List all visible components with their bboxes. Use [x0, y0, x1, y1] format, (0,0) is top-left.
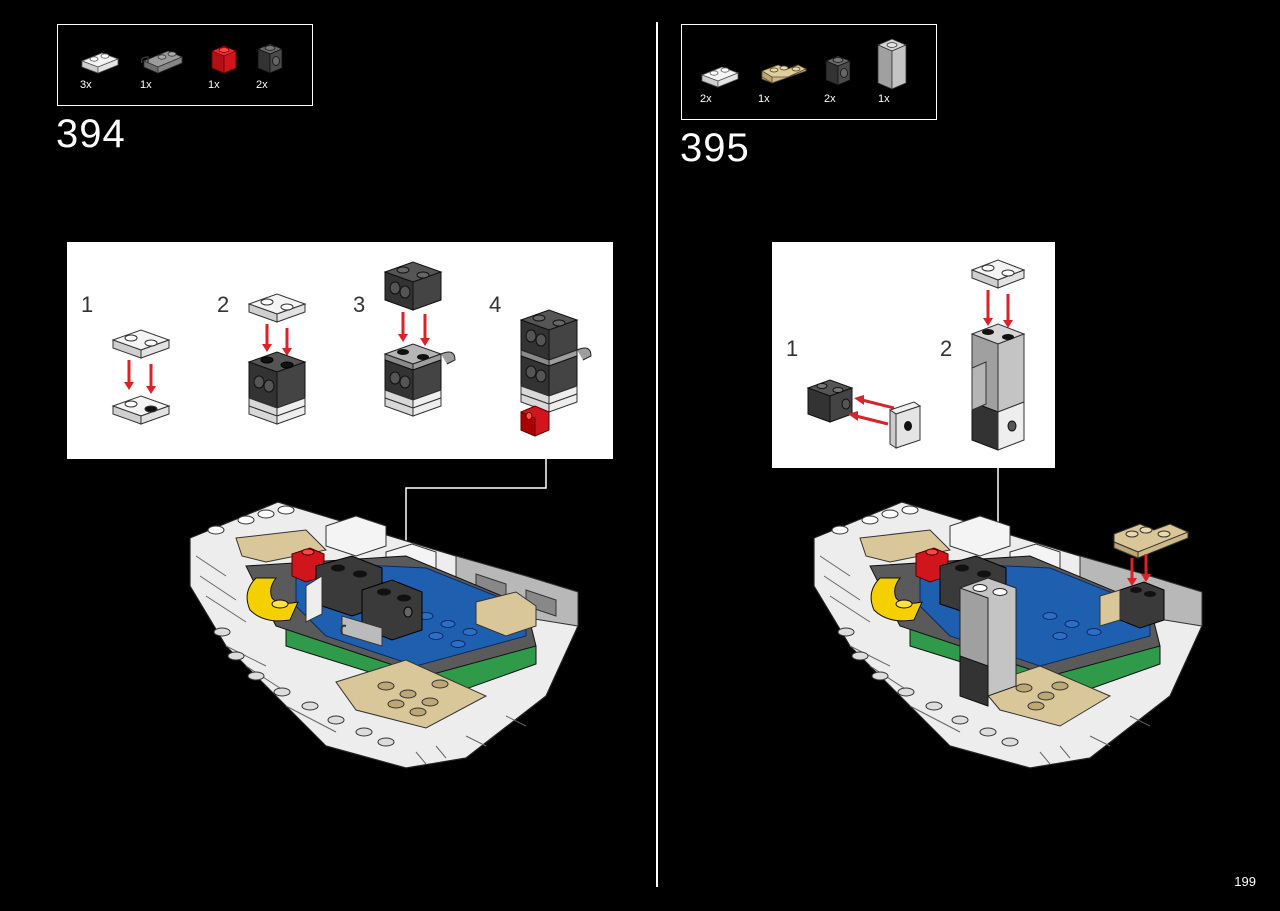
model-assembly-395 [813, 501, 1203, 769]
substep-callout-395: 1 2 [772, 242, 1055, 468]
page-divider [656, 22, 658, 887]
step-number-395: 395 [680, 126, 750, 170]
substep-number: 4 [489, 292, 502, 317]
parts-list-395: 2x 1x 2x 1x [681, 24, 937, 120]
model-assembly-394 [189, 501, 579, 769]
substep-1-illustration [111, 329, 171, 425]
white-plate-1x2-icon [80, 52, 120, 74]
parts-list-394: 3x 1x 1x 2x [57, 24, 313, 106]
page-number: 199 [1234, 874, 1256, 889]
part-qty: 1x [878, 93, 890, 105]
part-qty: 1x [140, 79, 152, 91]
red-brick-1x1-icon [210, 45, 238, 74]
dark-gray-brick-1x1-side-stud-icon [824, 55, 852, 86]
part-qty: 3x [80, 79, 92, 91]
gray-plate-with-clip-icon [140, 50, 184, 74]
part-qty: 2x [700, 93, 712, 105]
substep-number: 2 [940, 336, 953, 361]
light-gray-panel-icon [876, 38, 908, 90]
substep-number: 3 [353, 292, 366, 317]
part-qty: 1x [758, 93, 770, 105]
part-qty: 2x [256, 79, 268, 91]
dark-gray-brick-1x1-side-stud-icon [256, 43, 284, 74]
substep-2-illustration [970, 259, 1026, 451]
substep-4-illustration [519, 309, 592, 437]
part-qty: 1x [208, 79, 220, 91]
part-qty: 2x [824, 93, 836, 105]
substep-number: 2 [217, 292, 230, 317]
substep-3-illustration [383, 261, 456, 417]
substep-1-illustration [806, 379, 922, 449]
substep-2-illustration [247, 293, 307, 425]
step-number-394: 394 [56, 112, 126, 156]
substep-callout-394: 1 2 3 4 [67, 242, 613, 459]
substep-number: 1 [81, 292, 94, 317]
tan-corner-plate-icon [761, 64, 807, 84]
white-plate-1x2-icon [700, 66, 740, 88]
substep-number: 1 [786, 336, 799, 361]
